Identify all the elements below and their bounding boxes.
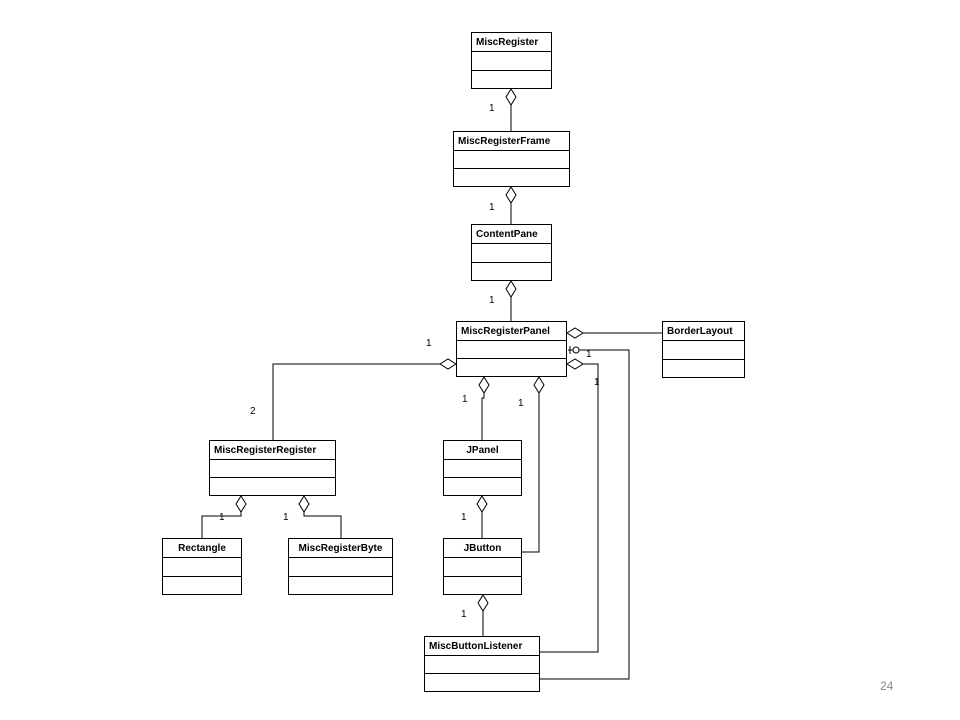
multiplicity-label: 1 [426,338,432,349]
association-line [521,393,540,553]
class-name: ContentPane [472,225,551,244]
attributes-compartment [663,341,744,360]
multiplicity-label: 1 [461,609,467,620]
attributes-compartment [210,460,335,478]
operations-compartment [663,360,744,378]
operations-compartment [454,169,569,186]
class-rectangle: Rectangle [162,538,242,595]
operations-compartment [210,478,335,495]
multiplicity-label: 1 [219,512,225,523]
aggregation-diamond [478,376,490,394]
class-misc-register-byte: MiscRegisterByte [288,538,393,595]
attributes-compartment [444,460,521,478]
association-line [481,393,485,440]
multiplicity-label: 1 [461,512,467,523]
class-name: MiscButtonListener [425,637,539,656]
operations-compartment [163,577,241,595]
class-name: MiscRegisterFrame [454,132,569,151]
aggregation-diamond [477,594,489,612]
aggregation-diamond [235,495,247,513]
aggregation-diamond [298,495,310,513]
class-name: BorderLayout [663,322,744,341]
interface-ball [572,346,580,354]
aggregation-diamond [566,358,584,370]
class-content-pane: ContentPane [471,224,552,281]
class-jpanel: JPanel [443,440,522,496]
class-border-layout: BorderLayout [662,321,745,378]
association-line [540,363,599,653]
multiplicity-label: 1 [489,202,495,213]
attributes-compartment [163,558,241,577]
class-name: MiscRegister [472,33,551,52]
multiplicity-label: 1 [489,295,495,306]
operations-compartment [444,478,521,495]
class-misc-register-panel: MiscRegisterPanel [456,321,567,377]
multiplicity-label: 1 [283,512,289,523]
attributes-compartment [289,558,392,577]
class-misc-register-frame: MiscRegisterFrame [453,131,570,187]
aggregation-diamond [505,88,517,106]
multiplicity-label: 1 [489,103,495,114]
operations-compartment [457,359,566,376]
aggregation-diamond [566,327,584,339]
multiplicity-label: 1 [586,349,592,360]
attributes-compartment [472,244,551,263]
operations-compartment [425,674,539,691]
class-name: JPanel [444,441,521,460]
association-line [272,363,440,440]
operations-compartment [472,263,551,281]
association-line [201,512,242,538]
class-misc-register: MiscRegister [471,32,552,89]
association-line [303,512,342,538]
class-name: MiscRegisterByte [289,539,392,558]
association-line [540,349,630,680]
multiplicity-label: 1 [518,398,524,409]
aggregation-diamond [505,280,517,298]
aggregation-diamond [533,376,545,394]
class-misc-register-register: MiscRegisterRegister [209,440,336,496]
attributes-compartment [454,151,569,169]
class-misc-button-listener: MiscButtonListener [424,636,540,692]
class-name: MiscRegisterRegister [210,441,335,460]
operations-compartment [444,577,521,595]
class-jbutton: JButton [443,538,522,595]
aggregation-diamond [476,495,488,513]
multiplicity-label: 1 [594,377,600,388]
operations-compartment [289,577,392,595]
class-name: MiscRegisterPanel [457,322,566,341]
attributes-compartment [444,558,521,577]
class-name: JButton [444,539,521,558]
multiplicity-label: 2 [250,406,256,417]
aggregation-diamond [439,358,457,370]
attributes-compartment [472,52,551,71]
class-name: Rectangle [163,539,241,558]
page-number: 24 [880,679,894,693]
multiplicity-label: 1 [462,394,468,405]
attributes-compartment [457,341,566,359]
operations-compartment [472,71,551,89]
aggregation-diamond [505,186,517,204]
attributes-compartment [425,656,539,674]
